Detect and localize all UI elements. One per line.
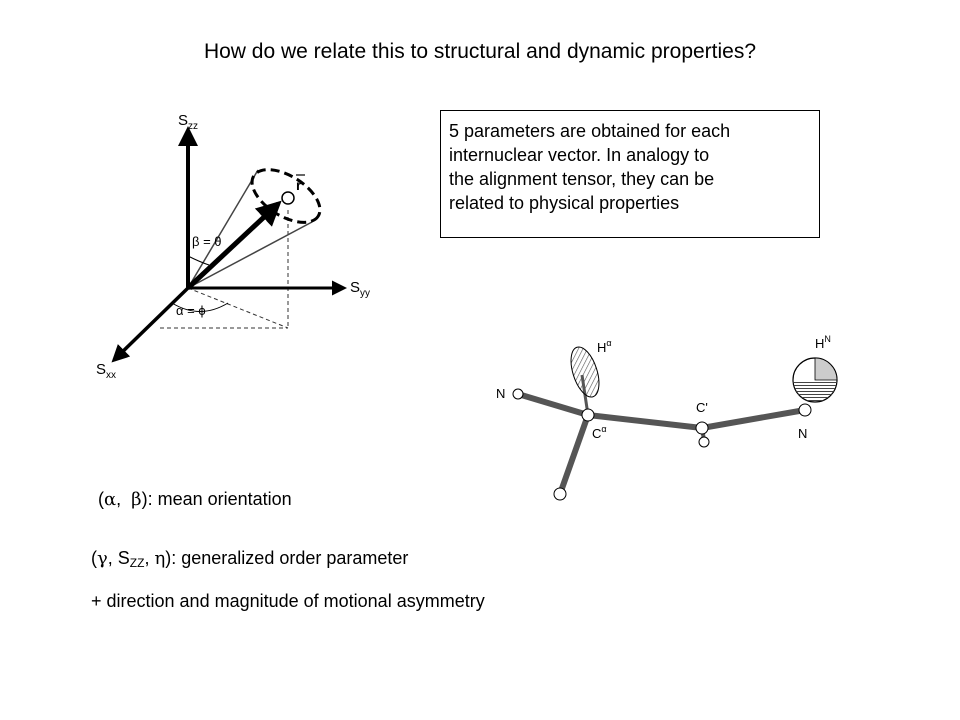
info-box: 5 parameters are obtained for each inter… xyxy=(440,110,820,238)
s-symbol: , S xyxy=(107,548,130,568)
z-axis-label: Szz xyxy=(178,112,198,132)
s-subscript: ZZ xyxy=(129,556,145,570)
bond-cprime-n xyxy=(701,407,806,431)
x-axis-label: Sxx xyxy=(96,361,116,381)
page-title: How do we relate this to structural and … xyxy=(203,40,757,63)
c-prime-label: C' xyxy=(696,400,708,415)
hn-sphere-segment xyxy=(814,357,838,381)
separator: , xyxy=(144,548,155,568)
order-parameter-text: ): generalized order parameter xyxy=(165,548,409,568)
info-line-3: the alignment tensor, they can be xyxy=(449,169,715,189)
atom-c-prime-o xyxy=(698,436,710,448)
projection-line-floor xyxy=(187,287,289,329)
vector-tip-circle xyxy=(281,191,295,205)
alpha-symbol: α xyxy=(104,489,117,510)
eta-symbol: η xyxy=(154,548,166,569)
atom-n-left xyxy=(512,388,524,400)
asymmetry-caption: + direction and magnitude of motional as… xyxy=(91,591,485,611)
alpha-label: α = ϕ xyxy=(176,303,206,318)
info-line-2: internuclear vector. In analogy to xyxy=(449,145,710,165)
atom-bottom xyxy=(553,487,567,501)
y-axis-label: Syy xyxy=(350,279,370,299)
bond-calpha-cprime xyxy=(587,412,703,431)
bond-n-calpha xyxy=(517,391,589,418)
x-axis-line xyxy=(111,286,190,363)
cone-edge-upper xyxy=(187,169,259,289)
paren-open: ( xyxy=(98,489,104,509)
hn-sphere-shade xyxy=(793,380,837,402)
atom-c-alpha xyxy=(581,408,595,422)
beta-arc xyxy=(187,255,210,266)
cone-edge-lower xyxy=(187,221,313,289)
mean-orientation-caption: (α, β): mean orientation xyxy=(98,489,292,510)
r-vector xyxy=(186,200,282,290)
bond-calpha-down xyxy=(557,413,591,496)
n-right-label: N xyxy=(798,426,807,441)
alpha-arc xyxy=(171,302,229,312)
n-left-label: N xyxy=(496,386,505,401)
info-line-4: related to physical properties xyxy=(449,193,680,213)
h-alpha-ellipsoid xyxy=(570,346,600,398)
vector-label: r xyxy=(296,177,302,193)
paren-open: ( xyxy=(91,548,97,568)
atom-c-prime xyxy=(695,421,709,435)
info-line-1: 5 parameters are obtained for each xyxy=(449,121,731,141)
c-alpha-label: Cα xyxy=(592,424,607,441)
mean-orientation-text: ): mean orientation xyxy=(141,489,292,509)
beta-label: β = θ xyxy=(192,234,222,249)
atom-n-right xyxy=(798,403,812,417)
gamma-symbol: γ xyxy=(97,548,108,569)
beta-symbol: β xyxy=(131,489,142,510)
h-alpha-label: Hα xyxy=(597,338,612,355)
hn-label: HN xyxy=(815,334,831,351)
separator: , xyxy=(116,489,132,509)
order-parameter-caption: (γ, SZZ, η): generalized order parameter xyxy=(91,548,409,570)
